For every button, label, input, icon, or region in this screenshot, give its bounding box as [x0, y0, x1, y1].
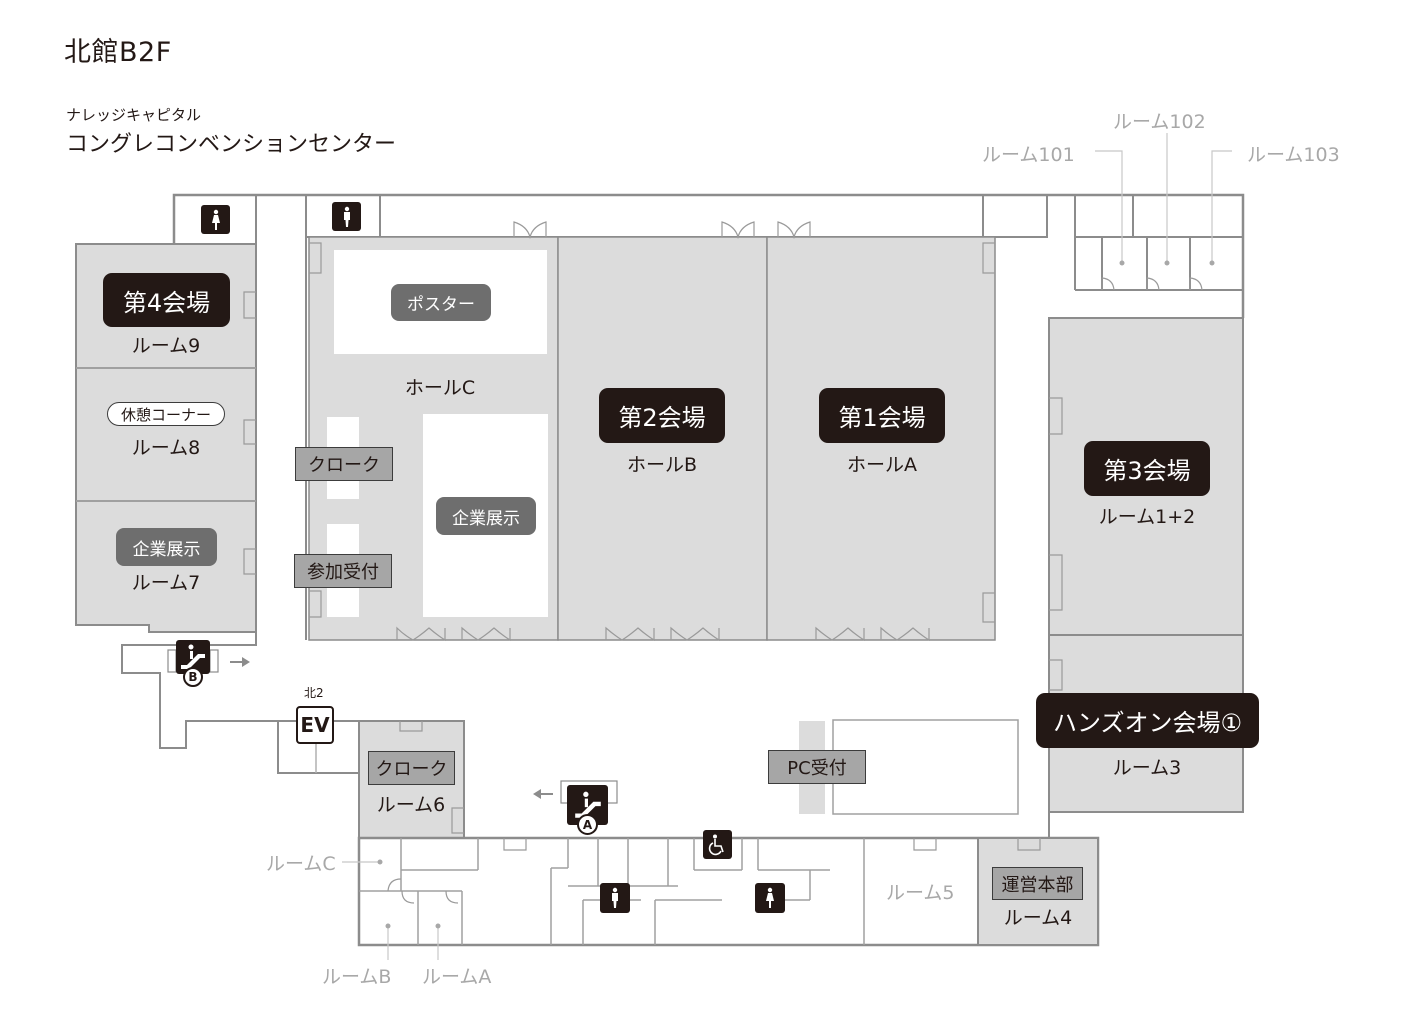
escalator-a-badge: A: [577, 814, 598, 835]
venue-3-tag[interactable]: 第3会場: [1084, 441, 1210, 496]
room-103-label: ルーム103: [1247, 144, 1340, 166]
hall-b-label: ホールB: [626, 454, 698, 476]
elevator-name: 北2: [304, 686, 324, 700]
room-1-2-label: ルーム1+2: [1098, 506, 1196, 528]
womens-restroom-icon: [755, 883, 785, 913]
room-4-label: ルーム4: [1003, 907, 1073, 929]
pc-reception-tag[interactable]: PC受付: [768, 750, 866, 784]
room-6-cloak-tag[interactable]: クローク: [368, 751, 455, 785]
room-5-label: ルーム5: [886, 882, 955, 904]
venue-4-tag[interactable]: 第4会場: [103, 273, 230, 327]
hands-on-venue-1-tag[interactable]: ハンズオン会場①: [1036, 693, 1259, 748]
venue-1-tag[interactable]: 第1会場: [819, 388, 945, 443]
hall-c-exhibit-tag[interactable]: 企業展示: [436, 497, 536, 535]
room-a-label: ルームA: [422, 966, 492, 988]
elevator-icon[interactable]: EV: [296, 706, 334, 744]
venue-name: コングレコンベンションセンター: [66, 132, 397, 157]
room-7-label: ルーム7: [131, 572, 201, 594]
accessible-restroom-icon: [703, 830, 732, 859]
room-101-label: ルーム101: [982, 144, 1075, 166]
poster-tag[interactable]: ポスター: [391, 284, 491, 321]
venue-2-tag[interactable]: 第2会場: [599, 388, 725, 443]
womens-restroom-icon: [201, 205, 230, 234]
room-9-label: ルーム9: [131, 335, 201, 357]
floor-title: 北館B2F: [64, 37, 172, 68]
mens-restroom-icon: [600, 883, 630, 913]
room-7-exhibit-tag[interactable]: 企業展示: [116, 528, 217, 566]
operations-hq-tag[interactable]: 運営本部: [992, 867, 1083, 900]
room-102-label: ルーム102: [1113, 111, 1206, 133]
rest-corner-tag[interactable]: 休憩コーナー: [107, 402, 225, 426]
escalator-b-badge: B: [183, 667, 203, 687]
hall-a-label: ホールA: [847, 454, 917, 476]
mens-restroom-icon: [332, 202, 361, 231]
room-c-label: ルームC: [266, 853, 336, 875]
venue-subtitle: ナレッジキャピタル: [66, 106, 202, 124]
room-3-label: ルーム3: [1112, 757, 1182, 779]
hall-c-label: ホールC: [404, 377, 476, 399]
hall-c-cloak-tag[interactable]: クローク: [295, 447, 393, 481]
room-b-label: ルームB: [322, 966, 392, 988]
room-8-label: ルーム8: [131, 437, 201, 459]
participant-reception-tag[interactable]: 参加受付: [294, 554, 392, 588]
room-6-label: ルーム6: [376, 794, 446, 816]
escalator-b-icon[interactable]: [176, 640, 210, 674]
